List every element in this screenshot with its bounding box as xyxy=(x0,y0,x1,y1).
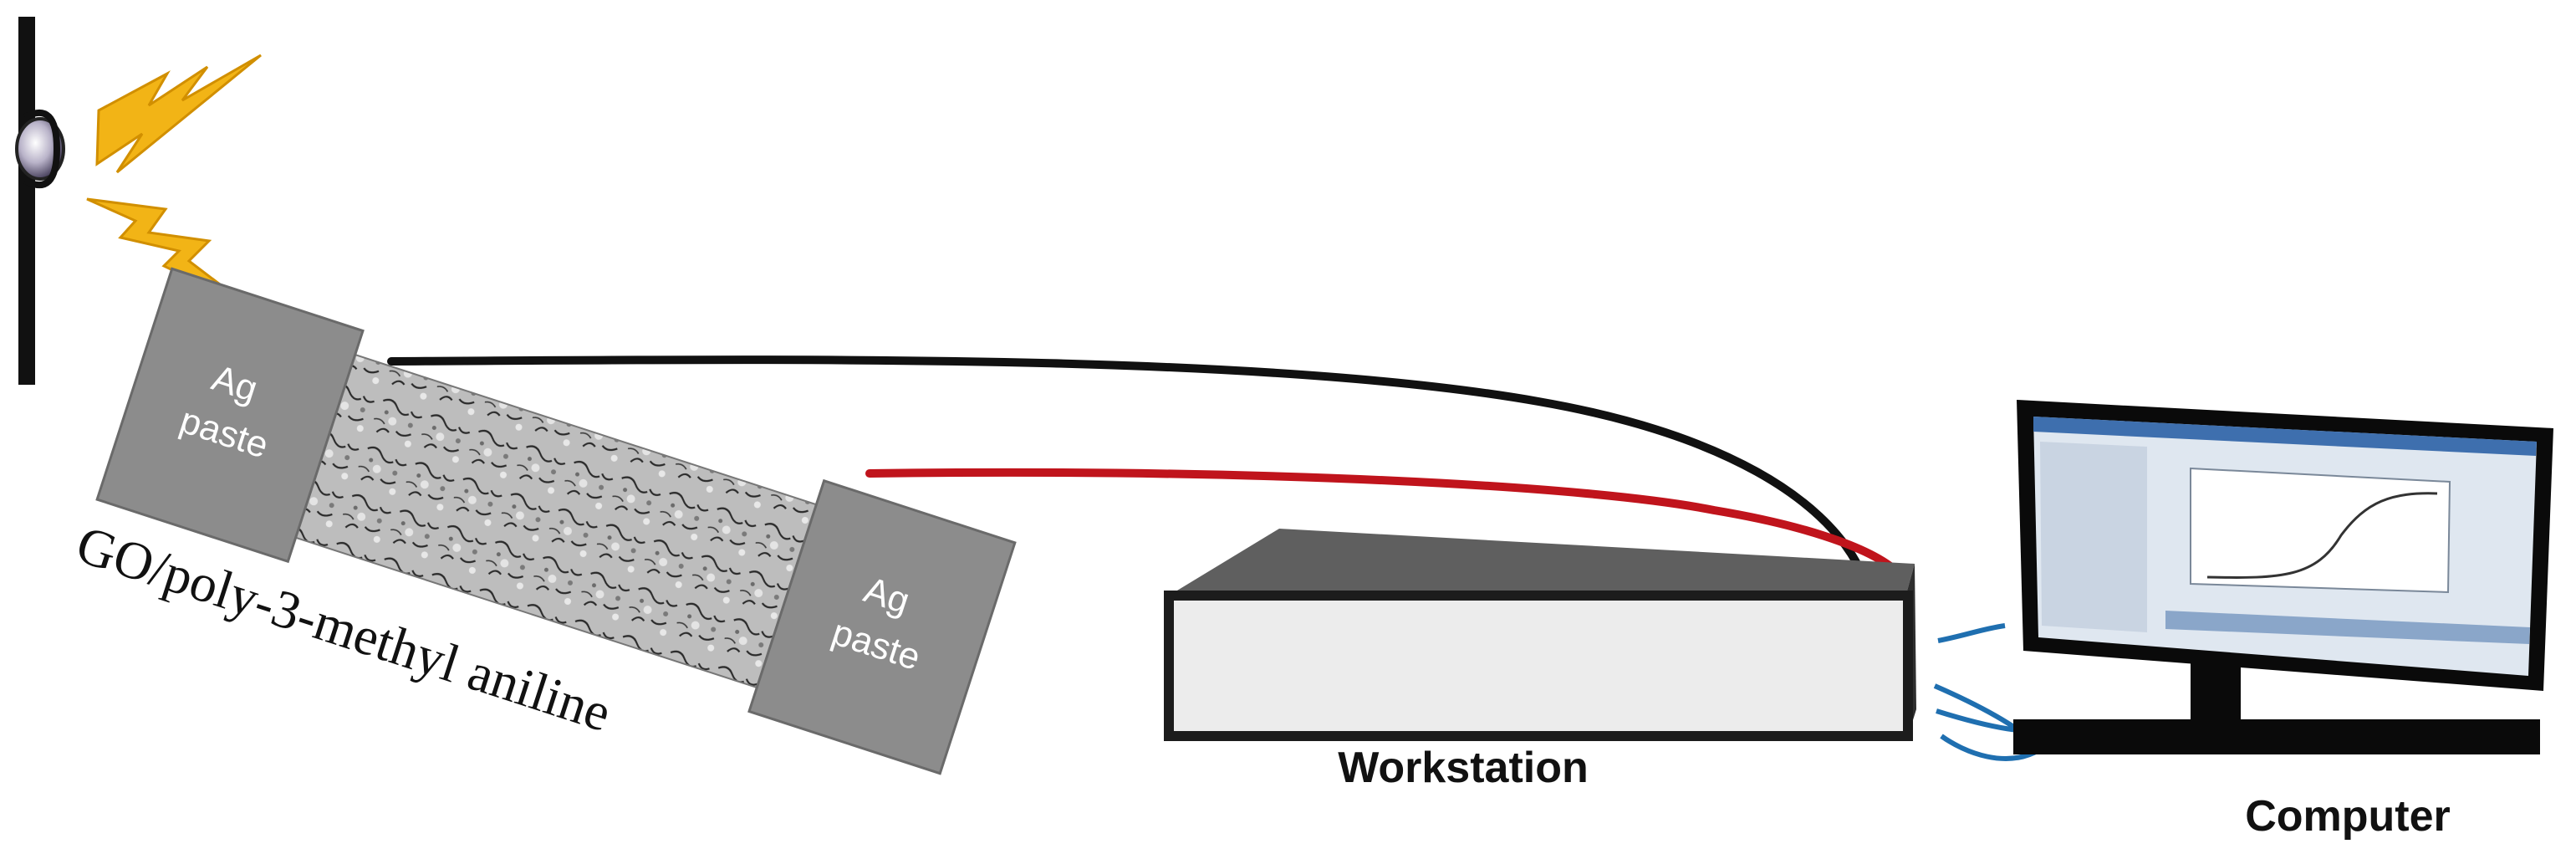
screen-plot-area xyxy=(2190,467,2451,594)
lamp-icon xyxy=(15,117,65,181)
sample-device: Ag paste Ag paste GO/poly-3-methyl anili… xyxy=(69,267,1017,775)
lamp-stand xyxy=(18,17,35,385)
electrode-right xyxy=(747,478,1017,775)
workstation-top xyxy=(1169,529,1915,596)
workstation: Workstation xyxy=(1164,529,1916,792)
light-source xyxy=(15,17,65,385)
wire-red xyxy=(865,468,1906,581)
screen-titlebar xyxy=(2033,417,2537,456)
monitor-neck xyxy=(2191,661,2241,719)
workstation-label: Workstation xyxy=(1338,744,1589,792)
computer: Computer xyxy=(2013,400,2553,841)
screen-side-panel xyxy=(2040,442,2147,632)
computer-label: Computer xyxy=(2245,792,2451,841)
screen-status-bar xyxy=(2165,611,2530,644)
electrode-left xyxy=(95,267,365,564)
screen-curve xyxy=(2206,492,2438,579)
monitor-base xyxy=(2013,719,2540,754)
workstation-front xyxy=(1164,591,1913,741)
lightning-icon xyxy=(95,54,262,174)
wire-black xyxy=(387,355,1860,566)
lamp-bracket xyxy=(23,110,61,188)
